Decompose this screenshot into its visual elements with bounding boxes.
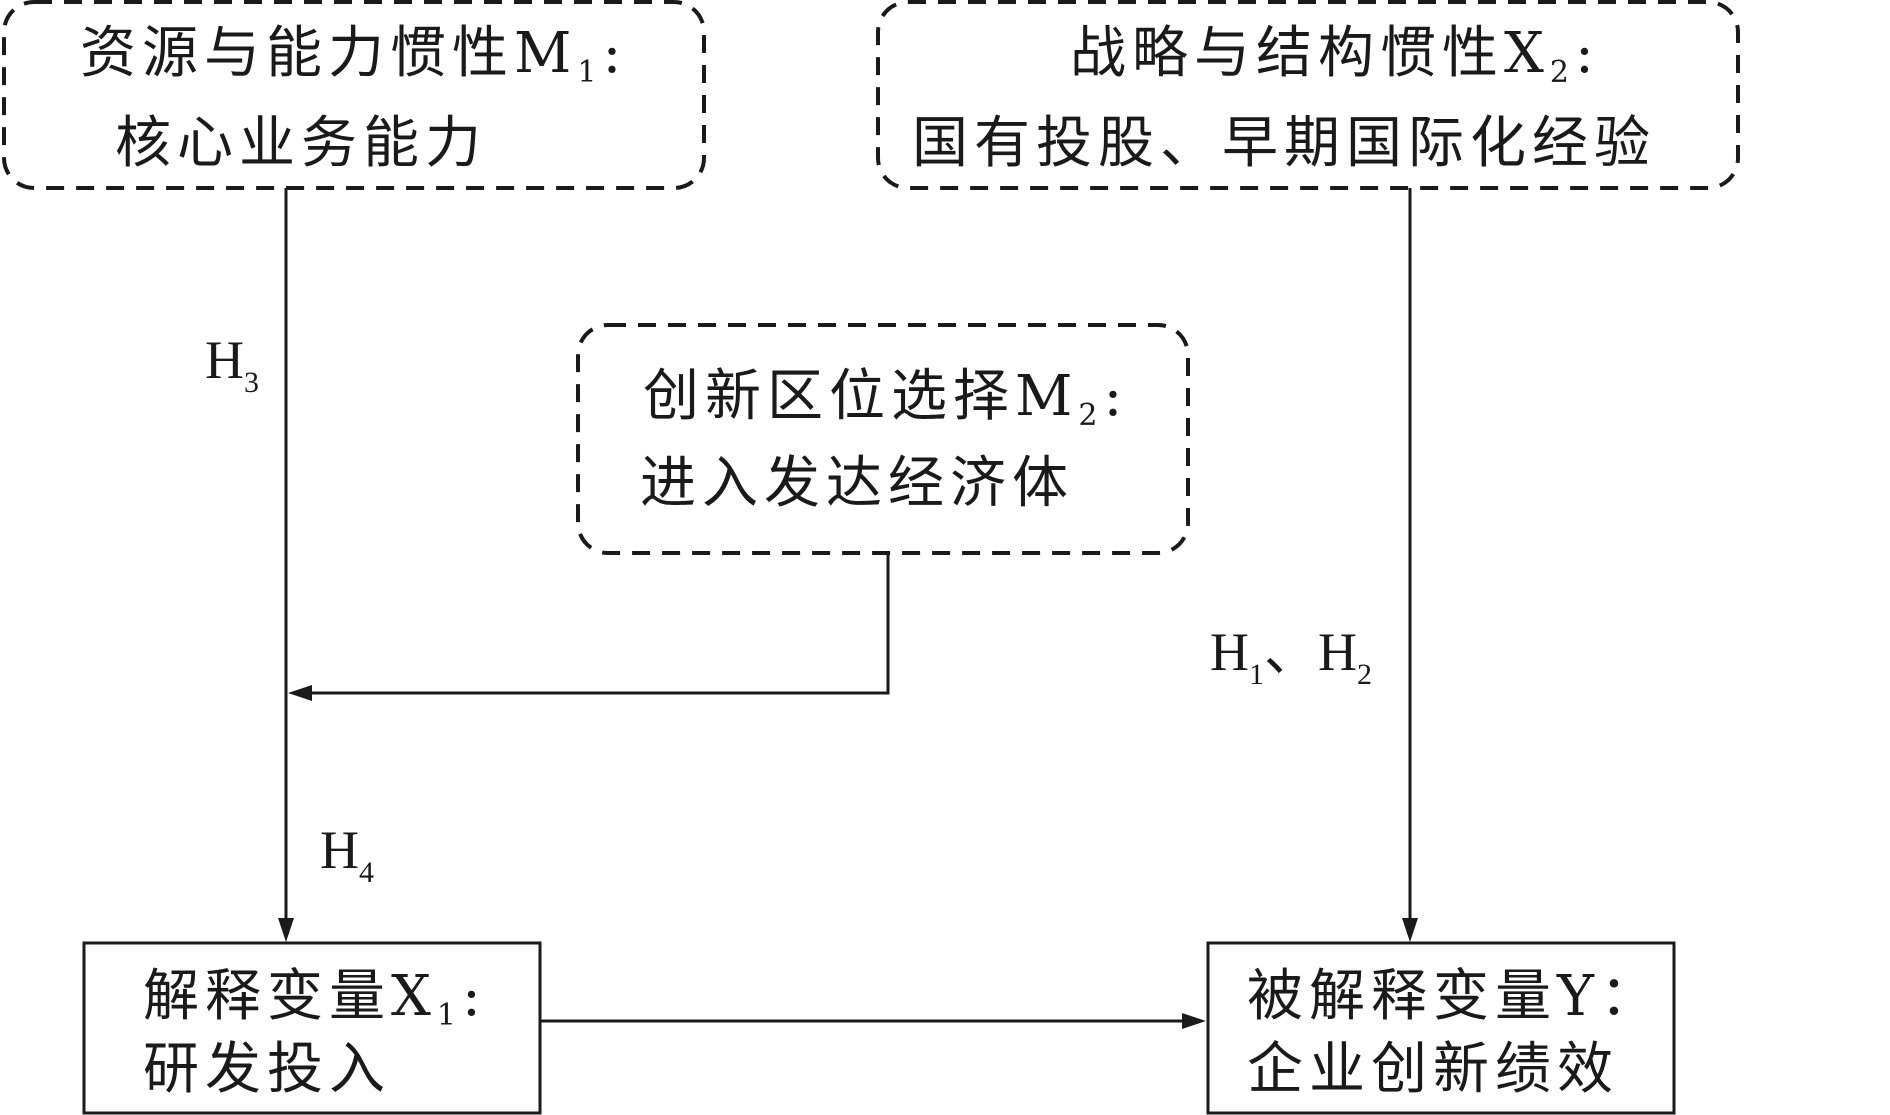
dependent-variable-box (1206, 941, 1676, 1115)
dependent-variable-title: 被解释变量Y： (1247, 964, 1662, 1029)
strategy-inertia-title: 战略与结构惯性X2: (1070, 21, 1600, 90)
edge-strategy-to-dependent (1402, 188, 1418, 942)
resource-inertia-box (2, 0, 706, 190)
arrowhead-left (288, 685, 312, 701)
explanatory-variable-title: 解释变量X1: (143, 964, 487, 1033)
hypothesis-h1-h2-label: H1、H2 (1210, 622, 1372, 691)
explanatory-variable-box (82, 941, 542, 1115)
dependent-variable-subtitle: 企业创新绩效 (1247, 1037, 1619, 1102)
location-choice-node: 创新区位选择M2: 进入发达经济体 (576, 323, 1190, 555)
strategy-inertia-box (876, 0, 1740, 190)
arrowhead-down (1402, 918, 1418, 942)
explanatory-variable-node: 解释变量X1: 研发投入 (82, 941, 542, 1115)
location-choice-title: 创新区位选择M2: (643, 364, 1128, 433)
edge-explanatory-to-dependent (540, 1013, 1206, 1029)
arrowhead-right (1182, 1013, 1206, 1029)
hypothesis-h3-label: H3 (205, 330, 259, 399)
location-choice-box (576, 323, 1190, 555)
dependent-variable-node: 被解释变量Y： 企业创新绩效 (1206, 941, 1676, 1115)
resource-inertia-node: 资源与能力惯性M1: 核心业务能力 (2, 0, 706, 190)
strategy-inertia-node: 战略与结构惯性X2: 国有投股、早期国际化经验 (876, 0, 1740, 190)
edge-line (310, 553, 890, 695)
edge-resource-to-explanatory (278, 188, 294, 942)
resource-inertia-title: 资源与能力惯性M1: (80, 21, 627, 90)
location-choice-subtitle: 进入发达经济体 (640, 451, 1074, 516)
arrowhead-down (278, 918, 294, 942)
strategy-inertia-subtitle: 国有投股、早期国际化经验 (912, 111, 1656, 176)
hypothesis-h4-label: H4 (320, 820, 374, 889)
edge-location-moderation (288, 553, 890, 701)
resource-inertia-subtitle: 核心业务能力 (115, 111, 487, 176)
explanatory-variable-subtitle: 研发投入 (143, 1037, 391, 1102)
